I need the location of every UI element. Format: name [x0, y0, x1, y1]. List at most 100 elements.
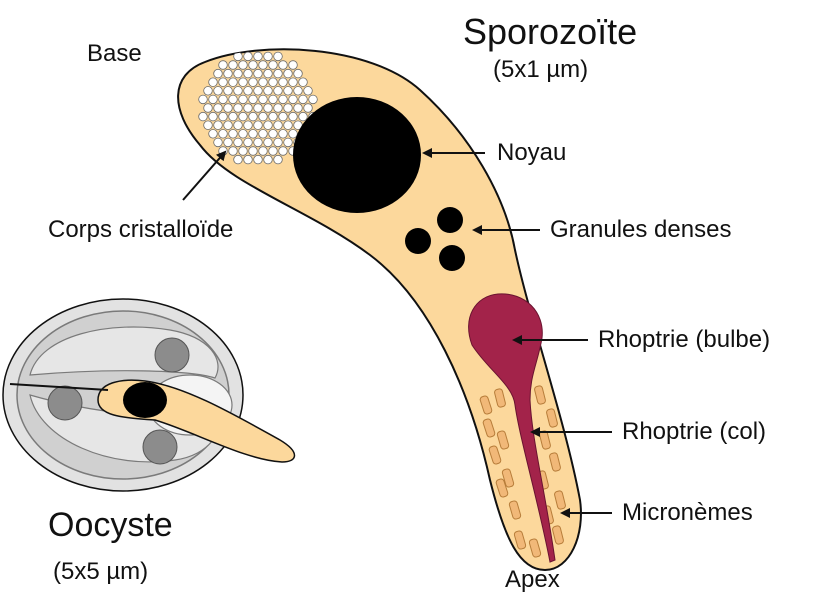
crystal-cell — [279, 130, 288, 139]
crystal-cell — [269, 147, 278, 156]
crystal-cell — [229, 112, 238, 121]
crystal-cell — [219, 112, 228, 121]
crystal-cell — [254, 104, 263, 113]
crystal-cell — [239, 95, 248, 104]
crystal-cell — [264, 104, 273, 113]
crystal-cell — [279, 95, 288, 104]
crystal-cell — [299, 78, 308, 87]
crystal-cell — [284, 138, 293, 147]
crystal-cell — [274, 121, 283, 130]
crystal-cell — [269, 78, 278, 87]
crystal-cell — [284, 121, 293, 130]
crystal-cell — [244, 87, 253, 96]
nucleus-label: Noyau — [497, 141, 566, 165]
oocyst-size: (5x5 µm) — [53, 560, 148, 584]
sporozoite-size: (5x1 µm) — [493, 58, 588, 82]
crystal-cell — [239, 130, 248, 139]
crystal-cell — [229, 95, 238, 104]
crystal-cell — [214, 87, 223, 96]
crystal-cell — [234, 138, 243, 147]
crystal-cell — [269, 61, 278, 70]
crystal-cell — [219, 61, 228, 70]
crystal-cell — [274, 52, 283, 61]
crystal-cell — [264, 155, 273, 164]
crystal-cell — [279, 78, 288, 87]
crystal-cell — [259, 112, 268, 121]
crystal-cell — [299, 95, 308, 104]
sporozoite-title: Sporozoïte — [463, 14, 637, 50]
rhoptry-neck-label: Rhoptrie (col) — [622, 420, 766, 444]
crystal-cell — [224, 87, 233, 96]
crystal-cell — [294, 69, 303, 78]
crystal-cell — [259, 147, 268, 156]
crystal-cell — [279, 147, 288, 156]
crystal-cell — [219, 130, 228, 139]
crystal-cell — [254, 121, 263, 130]
crystal-cell — [209, 78, 218, 87]
crystal-cell — [304, 87, 313, 96]
crystal-cell — [254, 87, 263, 96]
crystal-cell — [229, 61, 238, 70]
crystal-cell — [289, 78, 298, 87]
crystal-cell — [219, 95, 228, 104]
crystal-cell — [274, 138, 283, 147]
apex-label: Apex — [505, 568, 560, 592]
crystal-cell — [284, 104, 293, 113]
crystal-cell — [229, 147, 238, 156]
sporozoite — [178, 49, 581, 570]
crystal-cell — [274, 104, 283, 113]
crystal-cell — [294, 104, 303, 113]
crystal-cell — [234, 69, 243, 78]
crystal-cell — [234, 87, 243, 96]
crystal-cell — [249, 95, 258, 104]
crystal-cell — [239, 78, 248, 87]
crystal-cell — [269, 95, 278, 104]
crystal-cell — [209, 112, 218, 121]
crystal-cell — [244, 155, 253, 164]
crystal-cell — [214, 138, 223, 147]
crystal-cell — [229, 130, 238, 139]
crystal-cell — [234, 155, 243, 164]
residual-body — [155, 338, 189, 372]
crystal-cell — [264, 121, 273, 130]
crystal-cell — [209, 130, 218, 139]
crystal-cell — [254, 52, 263, 61]
crystal-cell — [259, 78, 268, 87]
crystal-cell — [264, 138, 273, 147]
crystal-cell — [269, 112, 278, 121]
crystal-cell — [309, 95, 318, 104]
crystal-cell — [204, 121, 213, 130]
nucleus — [293, 97, 421, 213]
crystal-cell — [264, 69, 273, 78]
crystal-cell — [259, 95, 268, 104]
crystal-cell — [214, 69, 223, 78]
crystal-cell — [289, 112, 298, 121]
crystal-cell — [244, 69, 253, 78]
crystal-cell — [274, 155, 283, 164]
crystal-cell — [209, 95, 218, 104]
crystal-cell — [279, 112, 288, 121]
crystal-cell — [249, 112, 258, 121]
crystal-cell — [274, 69, 283, 78]
crystal-cell — [259, 61, 268, 70]
crystal-cell — [259, 130, 268, 139]
micronemes-label: Micronèmes — [622, 501, 753, 525]
crystal-cell — [239, 112, 248, 121]
crystal-cell — [234, 121, 243, 130]
crystal-cell — [224, 104, 233, 113]
crystal-cell — [304, 104, 313, 113]
crystal-cell — [244, 121, 253, 130]
crystal-cell — [264, 87, 273, 96]
residual-body — [48, 386, 82, 420]
crystal-cell — [274, 87, 283, 96]
crystal-cell — [254, 155, 263, 164]
crystal-cell — [249, 78, 258, 87]
crystal-cell — [199, 112, 208, 121]
crystalloid-pointer — [183, 152, 225, 200]
residual-body — [143, 430, 177, 464]
crystal-cell — [239, 147, 248, 156]
crystal-cell — [294, 87, 303, 96]
crystal-cell — [239, 61, 248, 70]
dense-granule — [405, 228, 431, 254]
crystal-cell — [289, 61, 298, 70]
